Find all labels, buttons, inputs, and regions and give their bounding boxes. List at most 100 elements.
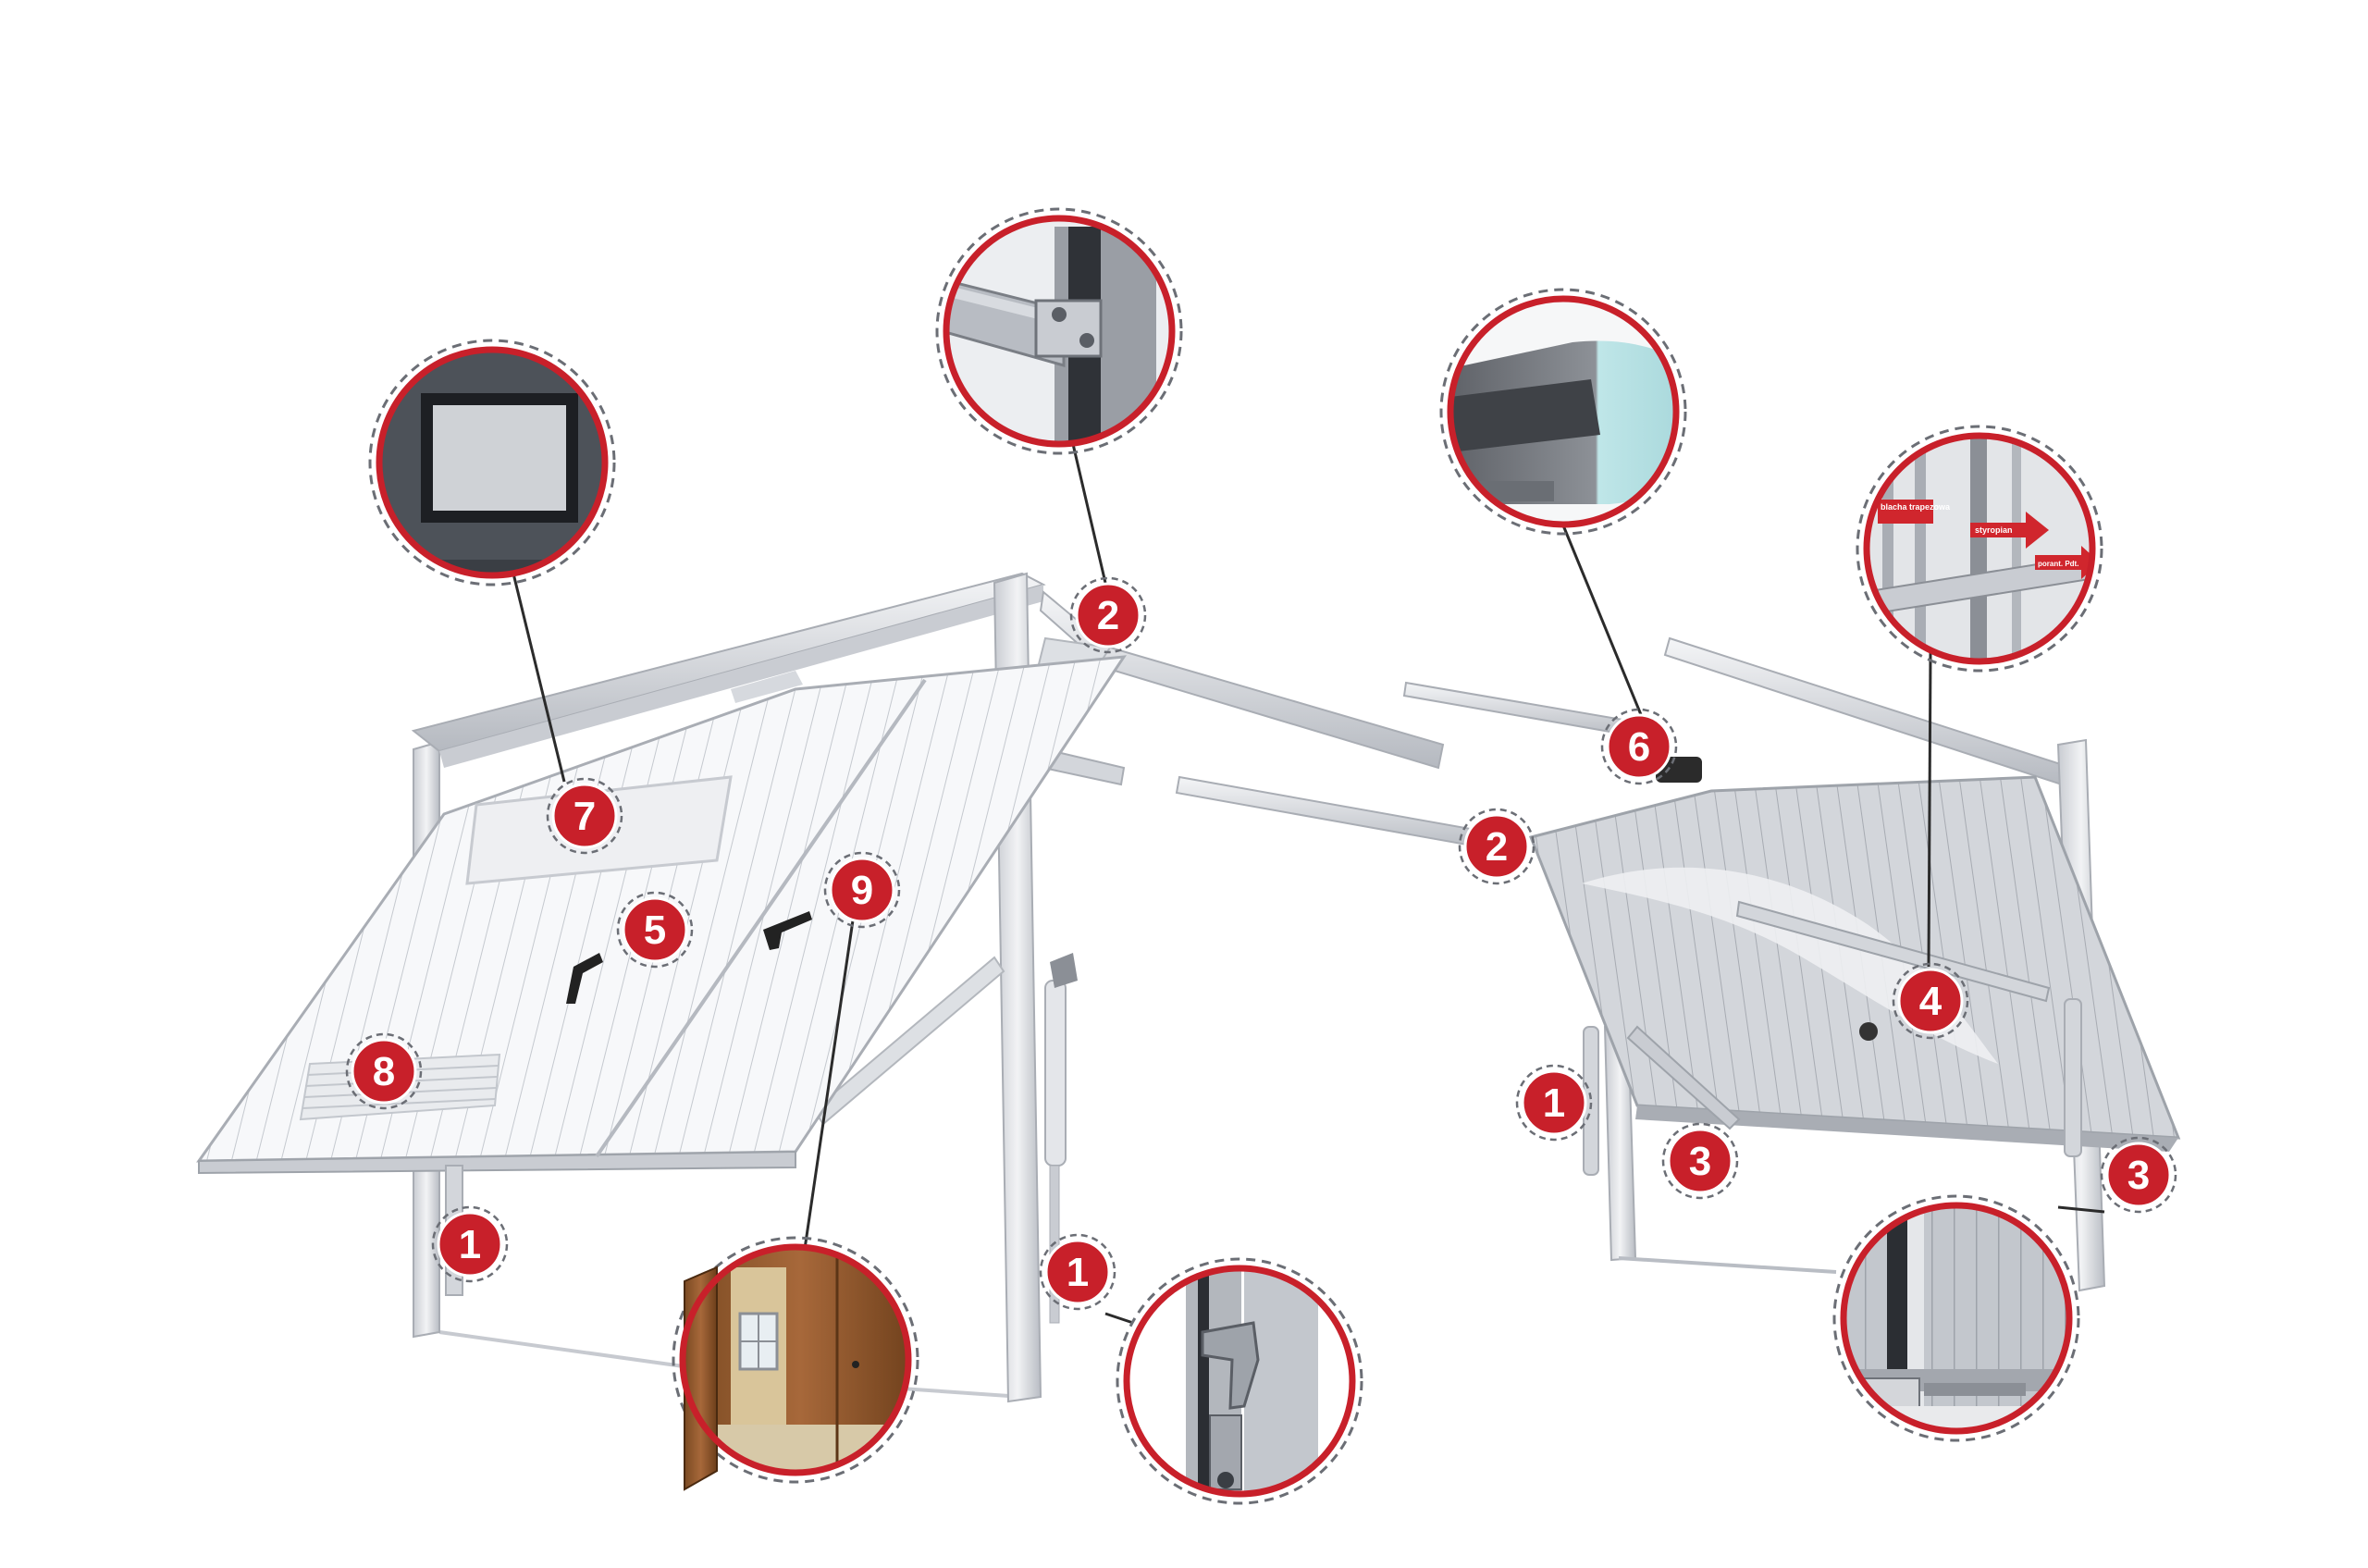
badge-disc [1521, 1069, 1587, 1136]
badge-disc [829, 857, 895, 923]
callout-insulation-ring [1863, 432, 2096, 665]
left-door-handle-icon [566, 953, 603, 1004]
badge-dashed-ring [1515, 1064, 1593, 1142]
callout-insulation-dashed-ring [1856, 425, 2103, 673]
badge-dashed-ring [546, 777, 623, 855]
leader-6 [1561, 525, 1644, 718]
callout-wicket [672, 1236, 919, 1491]
badge-b3a: 3 [1661, 1122, 1739, 1200]
left-floor-line-right [887, 1386, 1023, 1399]
badge-b1c: 1 [1515, 1064, 1593, 1142]
badge-dashed-ring [1039, 1233, 1116, 1311]
insulation-label-top-left: blacha trapezowa [1881, 502, 1951, 512]
callout-opener [1439, 288, 1687, 536]
leader-7 [512, 573, 566, 783]
leader-4 [1927, 651, 1932, 968]
badge-b8: 8 [345, 1032, 423, 1110]
badge-b9: 9 [823, 851, 901, 929]
callout-bracket-ring [943, 215, 1176, 448]
badge-dashed-ring [1892, 962, 1969, 1040]
callout-bracket-dashed-ring [935, 207, 1183, 455]
badge-number: 9 [851, 868, 873, 913]
insulation-label-right: porant. Pdt. [2038, 560, 2078, 568]
right-door-bottom-edge [1635, 1105, 2178, 1152]
right-door-lock-icon [1859, 1022, 1878, 1041]
badge-disc [1897, 968, 1964, 1034]
badge-disc [1667, 1128, 1733, 1194]
callout-window [368, 339, 616, 586]
badge-b3b: 3 [2100, 1136, 2177, 1214]
badge-number: 1 [459, 1222, 481, 1267]
badge-disc [1075, 582, 1141, 648]
callout-opener-dashed-ring [1439, 288, 1687, 536]
badge-number: 4 [1919, 979, 1942, 1024]
left-floor-line [438, 1330, 704, 1371]
badge-number: 8 [373, 1049, 395, 1094]
right-floor-line [1618, 1256, 1837, 1274]
left-spring-bracket [1050, 953, 1078, 988]
right-top-rail-back [1663, 636, 2074, 788]
badge-dashed-ring [345, 1032, 423, 1110]
badge-b1b: 1 [1039, 1233, 1116, 1311]
badge-disc [351, 1038, 417, 1105]
badge-dashed-ring [431, 1205, 509, 1283]
badge-b6: 6 [1600, 708, 1678, 785]
right-garage [1175, 636, 2181, 1292]
callout-window-ring [376, 346, 609, 579]
badge-dashed-ring [1458, 808, 1536, 885]
left-frame-top-beam-inner [439, 585, 1043, 768]
badge-disc [2105, 1142, 2172, 1208]
leader-2-top [1071, 443, 1107, 584]
callout-corner-dashed-ring [1832, 1194, 2080, 1442]
badge-b2b: 2 [1458, 808, 1536, 885]
leader-3-right [2057, 1205, 2105, 1214]
badge-disc [1463, 813, 1530, 880]
badge-disc [1044, 1239, 1111, 1305]
badge-dashed-ring [616, 891, 694, 969]
badge-number: 1 [1067, 1250, 1089, 1295]
lower-corner-icon [1844, 1205, 2069, 1431]
callout-insulation: blacha trapezowa styropian porant. Pdt. [1856, 425, 2103, 673]
left-frame-diagonal-brace [812, 956, 1005, 1126]
badge-dashed-ring [1661, 1122, 1739, 1200]
callout-wicket-ring [679, 1243, 912, 1476]
callout-hinge-ring [1123, 1265, 1356, 1498]
wicket-handle-icon [763, 911, 812, 950]
badge-number: 1 [1543, 1080, 1565, 1126]
callout-wicket-dashed-ring [672, 1236, 919, 1484]
badge-disc [1606, 713, 1672, 780]
badge-dashed-ring [1600, 708, 1678, 785]
badge-number: 6 [1628, 724, 1650, 770]
callout-opener-ring [1447, 295, 1680, 528]
leader-9 [803, 920, 855, 1250]
badge-b1a: 1 [431, 1205, 509, 1283]
insulation-layers-icon: blacha trapezowa styropian porant. Pdt. [1867, 436, 2092, 661]
callout-window-dashed-ring [368, 339, 616, 586]
spring-hinge-icon [1127, 1268, 1352, 1494]
badge-b4: 4 [1892, 962, 1969, 1040]
badge-b5: 5 [616, 891, 694, 969]
badge-dashed-ring [2100, 1136, 2177, 1214]
badge-dashed-ring [823, 851, 901, 929]
insulation-label-middle: styropian [1975, 525, 2013, 535]
badge-number: 3 [2128, 1153, 2150, 1198]
number-badges: 1 1 1 2 2 3 3 4 5 6 7 8 9 [345, 576, 2177, 1311]
badge-b7: 7 [546, 777, 623, 855]
badge-number: 3 [1689, 1139, 1711, 1184]
badge-disc [551, 783, 618, 849]
wicket-door-icon [683, 1247, 908, 1473]
badge-dashed-ring [1069, 576, 1147, 654]
leader-lines [512, 443, 2105, 1325]
badge-b2a: 2 [1069, 576, 1147, 654]
badge-disc [437, 1211, 503, 1278]
left-door-center-seam [595, 678, 927, 1158]
right-door-brace [1735, 900, 2051, 1003]
badge-number: 5 [644, 907, 666, 953]
window-insert-icon [379, 350, 605, 575]
leader-1-right-bottom [1104, 1312, 1134, 1325]
left-spring-strut-right [1044, 980, 1067, 1167]
right-spring-strut-right [2064, 998, 2082, 1157]
badge-number: 2 [1097, 593, 1119, 638]
callout-corner-ring [1840, 1202, 2073, 1435]
